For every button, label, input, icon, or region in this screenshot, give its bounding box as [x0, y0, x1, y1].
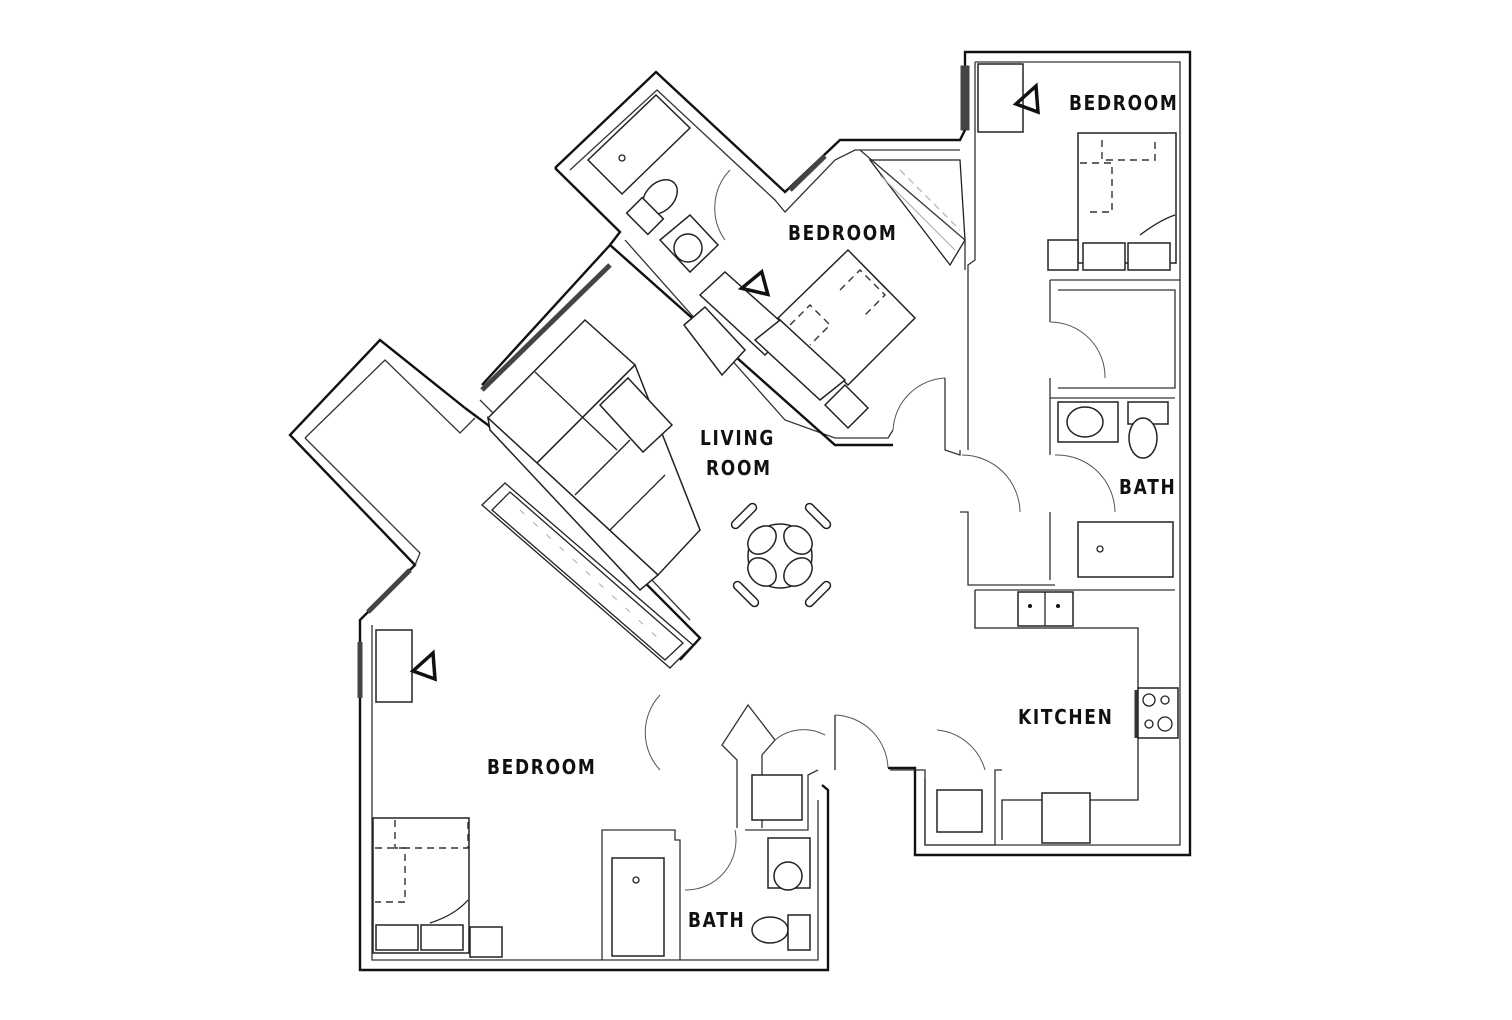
chair-icon — [737, 268, 771, 297]
top-bath-fixtures — [586, 93, 731, 274]
room-label-kitchen: KITCHEN — [1018, 705, 1114, 729]
bathtub-icon — [611, 857, 665, 957]
dining-table-icon — [730, 502, 832, 608]
window — [788, 154, 827, 192]
kitchen-fixtures — [834, 590, 1179, 846]
bed-icon — [1077, 132, 1177, 264]
chair-icon — [1012, 82, 1040, 115]
window — [960, 65, 970, 131]
door-swing — [892, 377, 946, 431]
toilet-icon — [1128, 417, 1158, 459]
sofa-icon — [486, 318, 701, 592]
chair-icon — [409, 649, 437, 682]
door-swing — [961, 454, 1021, 513]
dresser-icon — [753, 319, 847, 401]
desk-icon — [977, 63, 1024, 133]
sink-icon — [673, 233, 703, 263]
hallway — [944, 279, 1180, 591]
desk-icon — [375, 629, 413, 703]
bathtub-icon — [1077, 521, 1174, 578]
top-bedroom-walls — [480, 70, 967, 447]
linen-closet — [751, 774, 803, 821]
room-label-living-room-line2: ROOM — [706, 456, 772, 480]
window — [366, 568, 412, 614]
room-label-bath-right: BATH — [1119, 475, 1177, 499]
room-label-living-room-line1: LIVING — [700, 426, 776, 450]
toilet-icon — [751, 916, 789, 944]
room-label-bedroom-top-center: BEDROOM — [788, 221, 898, 245]
right-bath-fixtures — [1057, 401, 1174, 578]
toilet-tank — [787, 914, 811, 951]
closet-diagonal — [481, 482, 694, 669]
bathtub-icon — [586, 93, 692, 196]
window — [480, 263, 612, 392]
tv-stand-icon — [682, 305, 747, 377]
room-label-bath-bottom: BATH — [688, 908, 746, 932]
stove-icon — [1137, 687, 1179, 739]
lower-bath — [601, 703, 826, 960]
right-bedroom-furniture — [977, 63, 1177, 271]
room-label-bedroom-bottom-left: BEDROOM — [487, 755, 597, 779]
room-label-bedroom-top-right: BEDROOM — [1069, 91, 1179, 115]
coffee-table-icon — [598, 376, 674, 454]
sink-icon — [773, 861, 803, 891]
refrigerator-icon — [1041, 792, 1091, 844]
top-bedroom-furniture — [682, 248, 946, 431]
lower-bedroom-furniture — [372, 629, 661, 958]
door-swing — [714, 169, 731, 241]
pantry-shelf — [936, 789, 983, 833]
sink-icon — [1066, 406, 1104, 438]
nightstand-icon — [1047, 239, 1079, 271]
nightstand-icon — [469, 926, 503, 958]
nightstand-icon — [823, 383, 870, 430]
